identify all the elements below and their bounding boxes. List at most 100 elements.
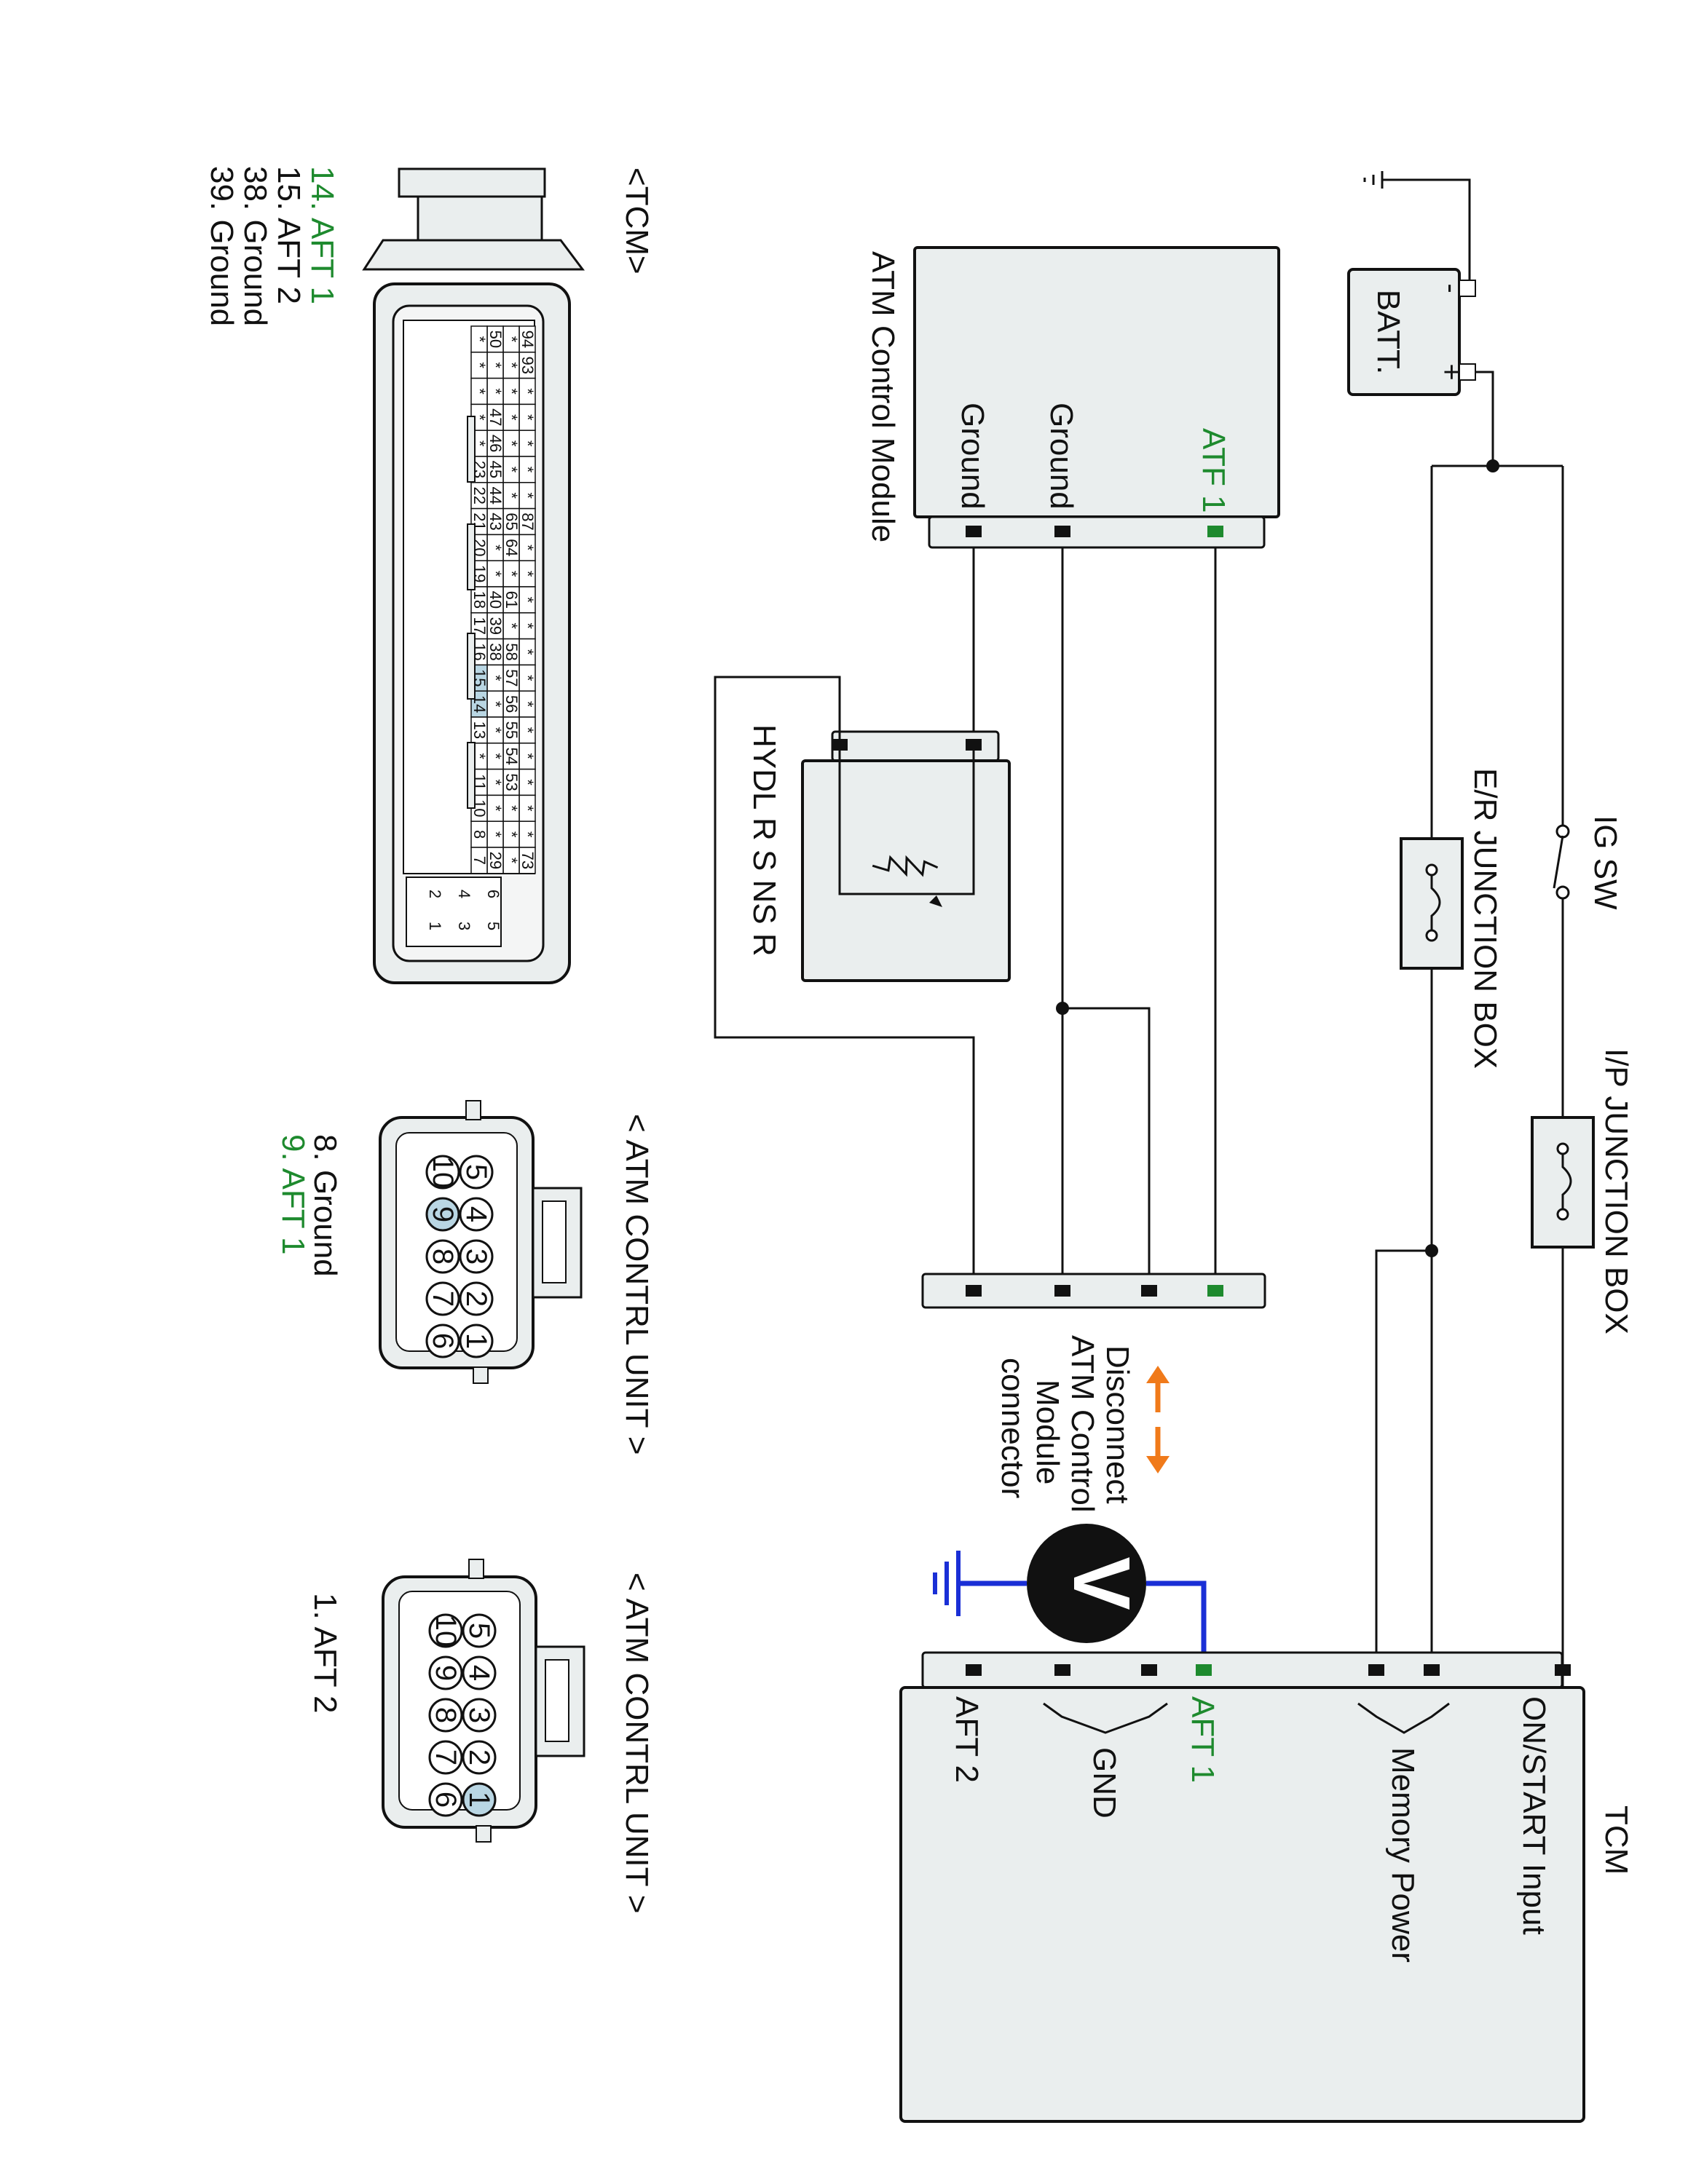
tcm-pin-number: *: [502, 414, 521, 421]
tcm-pin-number: 54: [502, 747, 521, 764]
tcm-pin-number: *: [470, 440, 489, 447]
tcm-pin-number: *: [518, 805, 537, 812]
connector-pin-number: 9: [430, 1665, 462, 1681]
hydl-pressure-sensor: [801, 730, 1011, 982]
tcm-pin-number: 87: [518, 513, 537, 530]
tcm-small-pin-number: 6: [484, 890, 502, 898]
tcm-small-pin-number: 2: [426, 890, 444, 898]
atm-unit-b-legend: 1. AFT 2: [307, 1593, 343, 1714]
tcm-pin-number: 65: [502, 513, 521, 530]
tcm-pin-number: *: [518, 831, 537, 838]
battery-label: BATT.: [1370, 290, 1406, 375]
tcm-input-on-start: ON/START Input: [1516, 1696, 1552, 1935]
connector-pin-number: 6: [427, 1333, 459, 1349]
tcm-pin-number: *: [470, 753, 489, 759]
connector-pin: [459, 1324, 494, 1358]
tcm-pin-number: *: [486, 753, 505, 759]
tcm-pin-number: *: [518, 492, 537, 499]
meter-ground-icon: [933, 1551, 961, 1616]
atm-unit-a-title: < ATM CONTRL UNIT >: [619, 1114, 655, 1455]
connector-pin-number: 7: [430, 1749, 462, 1765]
tcm-pin-number: *: [486, 545, 505, 551]
connector-pin-number: 2: [463, 1749, 495, 1765]
tcm-pin-number: 29: [486, 852, 505, 869]
disconnect-note-line1: Disconnect: [1100, 1345, 1135, 1504]
er-junction-box: [1400, 837, 1464, 970]
ip-junction-label: I/P JUNCTION BOX: [1598, 1048, 1634, 1334]
connector-pin: [462, 1613, 497, 1648]
tcm-connector-title: <TCM>: [619, 167, 655, 274]
atm-harness-connector: [921, 1273, 1266, 1309]
connector-pin-number: 3: [463, 1707, 495, 1723]
tcm-pin-number: 94: [518, 331, 537, 348]
tcm-pin-number: *: [502, 362, 521, 368]
connector-legend-item: 1. AFT 2: [307, 1593, 343, 1714]
disconnect-note-line4: connector: [995, 1358, 1030, 1498]
tcm-pin-number: 13: [470, 721, 489, 739]
ig-switch-contact: [1553, 835, 1564, 889]
tcm-pin-number: 73: [518, 852, 537, 869]
connector-pin-number: 10: [427, 1156, 459, 1189]
atm-module-title: ATM Control Module: [865, 251, 901, 542]
tcm-pin-number: *: [518, 545, 537, 551]
tcm-pin-number: *: [486, 779, 505, 786]
connector-pin: [459, 1197, 494, 1232]
tcm-pin-cell: [470, 847, 488, 874]
battery-plus-label: +: [1435, 363, 1467, 380]
tcm-pin-number: 53: [502, 773, 521, 791]
tcm-input-aft2: AFT 2: [949, 1696, 985, 1783]
connector-pin: [428, 1740, 463, 1775]
atm-pin-ground1-label: Ground: [1044, 403, 1079, 510]
tcm-pin-number: *: [486, 675, 505, 681]
tcm-pin-grid: 9493*****87************73*******6564*61*…: [426, 325, 537, 930]
tcm-pin-number: *: [486, 571, 505, 577]
tcm-pin-number: *: [486, 701, 505, 708]
tcm-pin-number: 46: [486, 435, 505, 452]
tcm-pin-number: 44: [486, 486, 505, 504]
tcm-pin-number: *: [518, 753, 537, 759]
tcm-pin-number: 61: [502, 591, 521, 609]
connector-pin-number: 8: [430, 1707, 462, 1723]
connector-pin-number: 5: [463, 1623, 495, 1639]
connector-pin-number: 3: [460, 1249, 492, 1265]
chassis-ground-icon: [1363, 171, 1384, 189]
tcm-pin-number: *: [502, 440, 521, 447]
connector-pin: [425, 1239, 460, 1274]
tcm-pin-number: *: [486, 362, 505, 368]
tcm-pin-number: *: [470, 336, 489, 343]
tcm-pin-number: 7: [470, 856, 489, 865]
tcm-pin-number: *: [518, 467, 537, 473]
connector-pin: [428, 1655, 463, 1690]
connector-pin: [428, 1782, 463, 1817]
tcm-pin-number: *: [518, 414, 537, 421]
atm-pin-ground2-label: Ground: [955, 403, 990, 510]
tcm-small-pin-number: 3: [455, 922, 473, 930]
tcm-small-pin-number: 1: [426, 922, 444, 930]
tcm-pin-number: *: [518, 388, 537, 395]
tcm-pin-number: *: [518, 571, 537, 577]
tcm-pin-number: 55: [502, 721, 521, 739]
hydl-sensor-label: HYDL R S NS R: [746, 724, 782, 957]
tcm-pin-number: 64: [502, 539, 521, 556]
connector-pin: [459, 1155, 494, 1190]
tcm-pin-number: 18: [470, 591, 489, 609]
tcm-pin-number: *: [470, 362, 489, 368]
tcm-pin-number: *: [502, 831, 521, 838]
connector-pin-number: 10: [430, 1615, 462, 1647]
tcm-pin-number: 8: [470, 830, 489, 839]
tcm-legend-item: 15. AFT 2: [271, 166, 307, 304]
connector-pin: [428, 1613, 463, 1648]
tcm-pin-number: *: [518, 649, 537, 655]
tcm-pin-number: *: [470, 388, 489, 395]
tcm-pin-number: *: [502, 571, 521, 577]
disconnect-note-line2: ATM Control: [1065, 1335, 1100, 1513]
atm-control-module: [913, 246, 1280, 549]
tcm-input-memory-power: Memory Power: [1385, 1747, 1421, 1963]
connector-pin: [425, 1324, 460, 1358]
connector-pin: [462, 1782, 497, 1817]
tcm-small-pin-number: 5: [484, 922, 502, 930]
battery: - + BATT.: [1347, 268, 1476, 396]
